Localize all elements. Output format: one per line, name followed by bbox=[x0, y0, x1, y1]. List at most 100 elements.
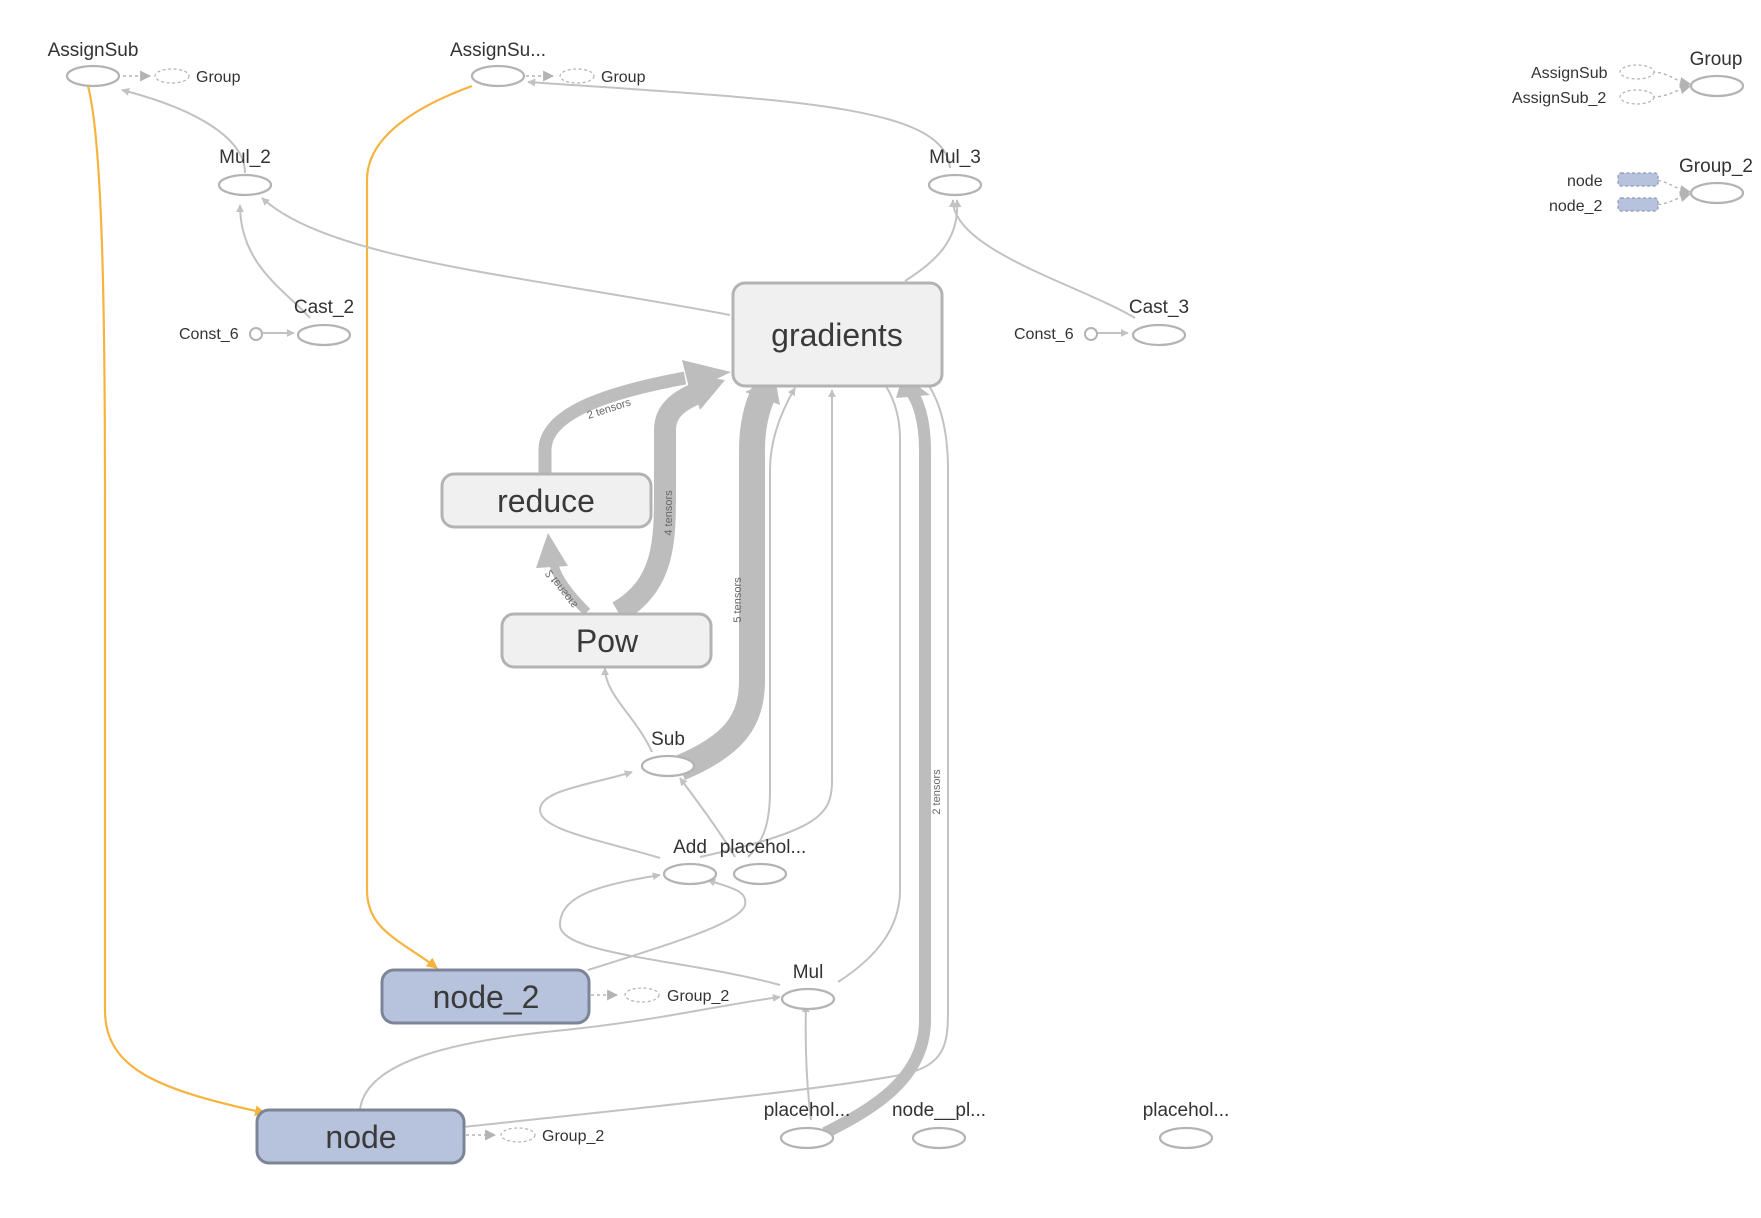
ghost-ellipse[interactable] bbox=[1619, 89, 1655, 105]
edge-add-to-sub[interactable] bbox=[538, 770, 661, 859]
meta-box[interactable] bbox=[380, 968, 591, 1025]
node-label-group-2: Group bbox=[601, 69, 646, 86]
meta-box[interactable] bbox=[440, 472, 653, 529]
node-group2-ctrl-1[interactable]: Group_2 bbox=[624, 987, 729, 1005]
node-label-mul: Mul bbox=[793, 962, 824, 983]
edge-node2-to-add[interactable] bbox=[587, 878, 747, 971]
ghost-ellipse[interactable] bbox=[154, 68, 190, 84]
node-mul[interactable]: Mul bbox=[780, 962, 836, 1011]
op-ellipse[interactable] bbox=[1158, 1126, 1214, 1150]
node-sub[interactable]: Sub bbox=[640, 729, 696, 778]
meta-box[interactable] bbox=[255, 1108, 466, 1165]
node-label-placeholder-2: placehol... bbox=[764, 1100, 851, 1121]
node-placeholder-3[interactable]: placehol... bbox=[1143, 1100, 1230, 1150]
edge-mul2-to-assignsub[interactable] bbox=[121, 87, 246, 174]
aux-group[interactable]: Group bbox=[1689, 49, 1745, 98]
edge-gradients-to-mul3[interactable] bbox=[904, 199, 962, 282]
op-ellipse[interactable] bbox=[640, 754, 696, 778]
aux-assignsub[interactable]: AssignSub bbox=[1531, 64, 1655, 82]
node-pow[interactable]: Pow bbox=[500, 612, 713, 669]
edge-placeholder-to-gradients[interactable] bbox=[747, 387, 796, 858]
meta-box[interactable] bbox=[731, 281, 944, 388]
edge-sub-to-pow[interactable] bbox=[601, 667, 653, 753]
arrow-pow-to-gradients bbox=[690, 375, 725, 410]
op-ellipse[interactable] bbox=[732, 862, 788, 886]
node-node[interactable]: node bbox=[255, 1108, 466, 1165]
node-placeholder-1[interactable]: placehol... bbox=[720, 837, 807, 886]
op-ellipse[interactable] bbox=[911, 1126, 967, 1150]
node-label-group2-aux: Group_2 bbox=[1679, 156, 1753, 177]
node-label-group2-2: Group_2 bbox=[542, 1128, 604, 1145]
ghost-ellipse[interactable] bbox=[559, 68, 595, 84]
node-mul-2[interactable]: Mul_2 bbox=[217, 147, 273, 197]
node-node-2[interactable]: node_2 bbox=[380, 968, 591, 1025]
node-label-const-6b: Const_6 bbox=[1014, 326, 1074, 343]
aux-node-2[interactable]: node_2 bbox=[1549, 197, 1659, 215]
op-ellipse[interactable] bbox=[780, 987, 836, 1011]
edge-cast2-to-mul2[interactable] bbox=[236, 204, 311, 319]
const-circle[interactable] bbox=[249, 327, 263, 341]
ghost-ellipse[interactable] bbox=[624, 987, 660, 1003]
op-ellipse[interactable] bbox=[296, 323, 352, 347]
edge-sub-to-gradients[interactable] bbox=[674, 384, 777, 780]
edge-node-to-mul[interactable] bbox=[359, 993, 781, 1111]
ghost-rect[interactable] bbox=[1617, 172, 1659, 187]
op-ellipse[interactable] bbox=[1689, 74, 1745, 98]
edge-legend-assignsub-group[interactable] bbox=[1651, 71, 1692, 89]
node-gradients[interactable]: gradients bbox=[731, 281, 944, 388]
node-const-6[interactable]: Const_6 bbox=[179, 326, 263, 343]
node-node-pl[interactable]: node__pl... bbox=[892, 1100, 986, 1150]
node-placeholder-2[interactable]: placehol... bbox=[764, 1100, 851, 1150]
edge-gradients-to-mul2[interactable] bbox=[261, 197, 731, 316]
edge-mul3-to-assignsub2[interactable] bbox=[527, 78, 951, 169]
aux-node[interactable]: node bbox=[1567, 172, 1659, 190]
edge-pow-to-reduce[interactable] bbox=[549, 563, 591, 616]
op-ellipse[interactable] bbox=[217, 173, 273, 197]
node-mul-3[interactable]: Mul_3 bbox=[927, 147, 983, 197]
node-group-ctrl-1[interactable]: Group bbox=[154, 68, 241, 86]
node-const-6b[interactable]: Const_6 bbox=[1014, 326, 1098, 343]
edge-assignsub2-to-node2[interactable] bbox=[365, 84, 473, 969]
node-label-aux-node: node bbox=[1567, 173, 1603, 190]
op-ellipse[interactable] bbox=[470, 64, 526, 88]
node-assignsub-2[interactable]: AssignSu... bbox=[450, 40, 546, 88]
edge-assignsub-to-node[interactable] bbox=[86, 85, 267, 1117]
edge-mul-to-add[interactable] bbox=[558, 872, 781, 986]
node-cast-3[interactable]: Cast_3 bbox=[1129, 297, 1189, 347]
aux-assignsub-2[interactable]: AssignSub_2 bbox=[1512, 89, 1655, 107]
op-ellipse[interactable] bbox=[927, 173, 983, 197]
edge-legend-node-group2[interactable] bbox=[1651, 179, 1692, 197]
node-label-placeholder-3: placehol... bbox=[1143, 1100, 1230, 1121]
edge-legend-assignsub2-group[interactable] bbox=[1651, 83, 1692, 98]
op-ellipse[interactable] bbox=[1689, 181, 1745, 205]
ghost-ellipse[interactable] bbox=[1619, 64, 1655, 80]
node-label-add: Add bbox=[673, 837, 707, 858]
op-ellipse[interactable] bbox=[65, 64, 121, 88]
node-cast-2[interactable]: Cast_2 bbox=[294, 297, 354, 347]
const-circle[interactable] bbox=[1084, 327, 1098, 341]
edge-legend-node2-group2[interactable] bbox=[1651, 191, 1692, 206]
edge-label-pow-gradients: 4 tensors bbox=[663, 490, 675, 536]
node-add[interactable]: Add bbox=[662, 837, 718, 886]
op-ellipse[interactable] bbox=[1131, 323, 1187, 347]
node-group2-ctrl-2[interactable]: Group_2 bbox=[500, 1127, 604, 1145]
node-group-ctrl-2[interactable]: Group bbox=[559, 68, 646, 86]
op-ellipse[interactable] bbox=[662, 862, 718, 886]
node-label-mul-3: Mul_3 bbox=[929, 147, 981, 168]
edge-placeholder2-to-mul[interactable] bbox=[801, 1004, 812, 1121]
edge-reduce-to-gradients[interactable] bbox=[538, 371, 687, 474]
ghost-rect[interactable] bbox=[1617, 197, 1659, 212]
node-label-sub: Sub bbox=[651, 729, 685, 750]
edge-placeholder-to-gradients-2t[interactable] bbox=[822, 386, 931, 1139]
op-ellipse[interactable] bbox=[779, 1126, 835, 1150]
node-assignsub[interactable]: AssignSub bbox=[48, 40, 139, 88]
meta-box[interactable] bbox=[500, 612, 713, 669]
edge-mul-to-gradients[interactable] bbox=[837, 377, 901, 983]
aux-group-2[interactable]: Group_2 bbox=[1679, 156, 1753, 205]
edge-cast3-to-mul3[interactable] bbox=[948, 199, 1136, 319]
ghost-ellipse[interactable] bbox=[500, 1127, 536, 1143]
edge-add-to-gradients[interactable] bbox=[699, 389, 836, 858]
edge-pow-to-gradients[interactable] bbox=[612, 381, 705, 622]
node-reduce[interactable]: reduce bbox=[440, 472, 653, 529]
